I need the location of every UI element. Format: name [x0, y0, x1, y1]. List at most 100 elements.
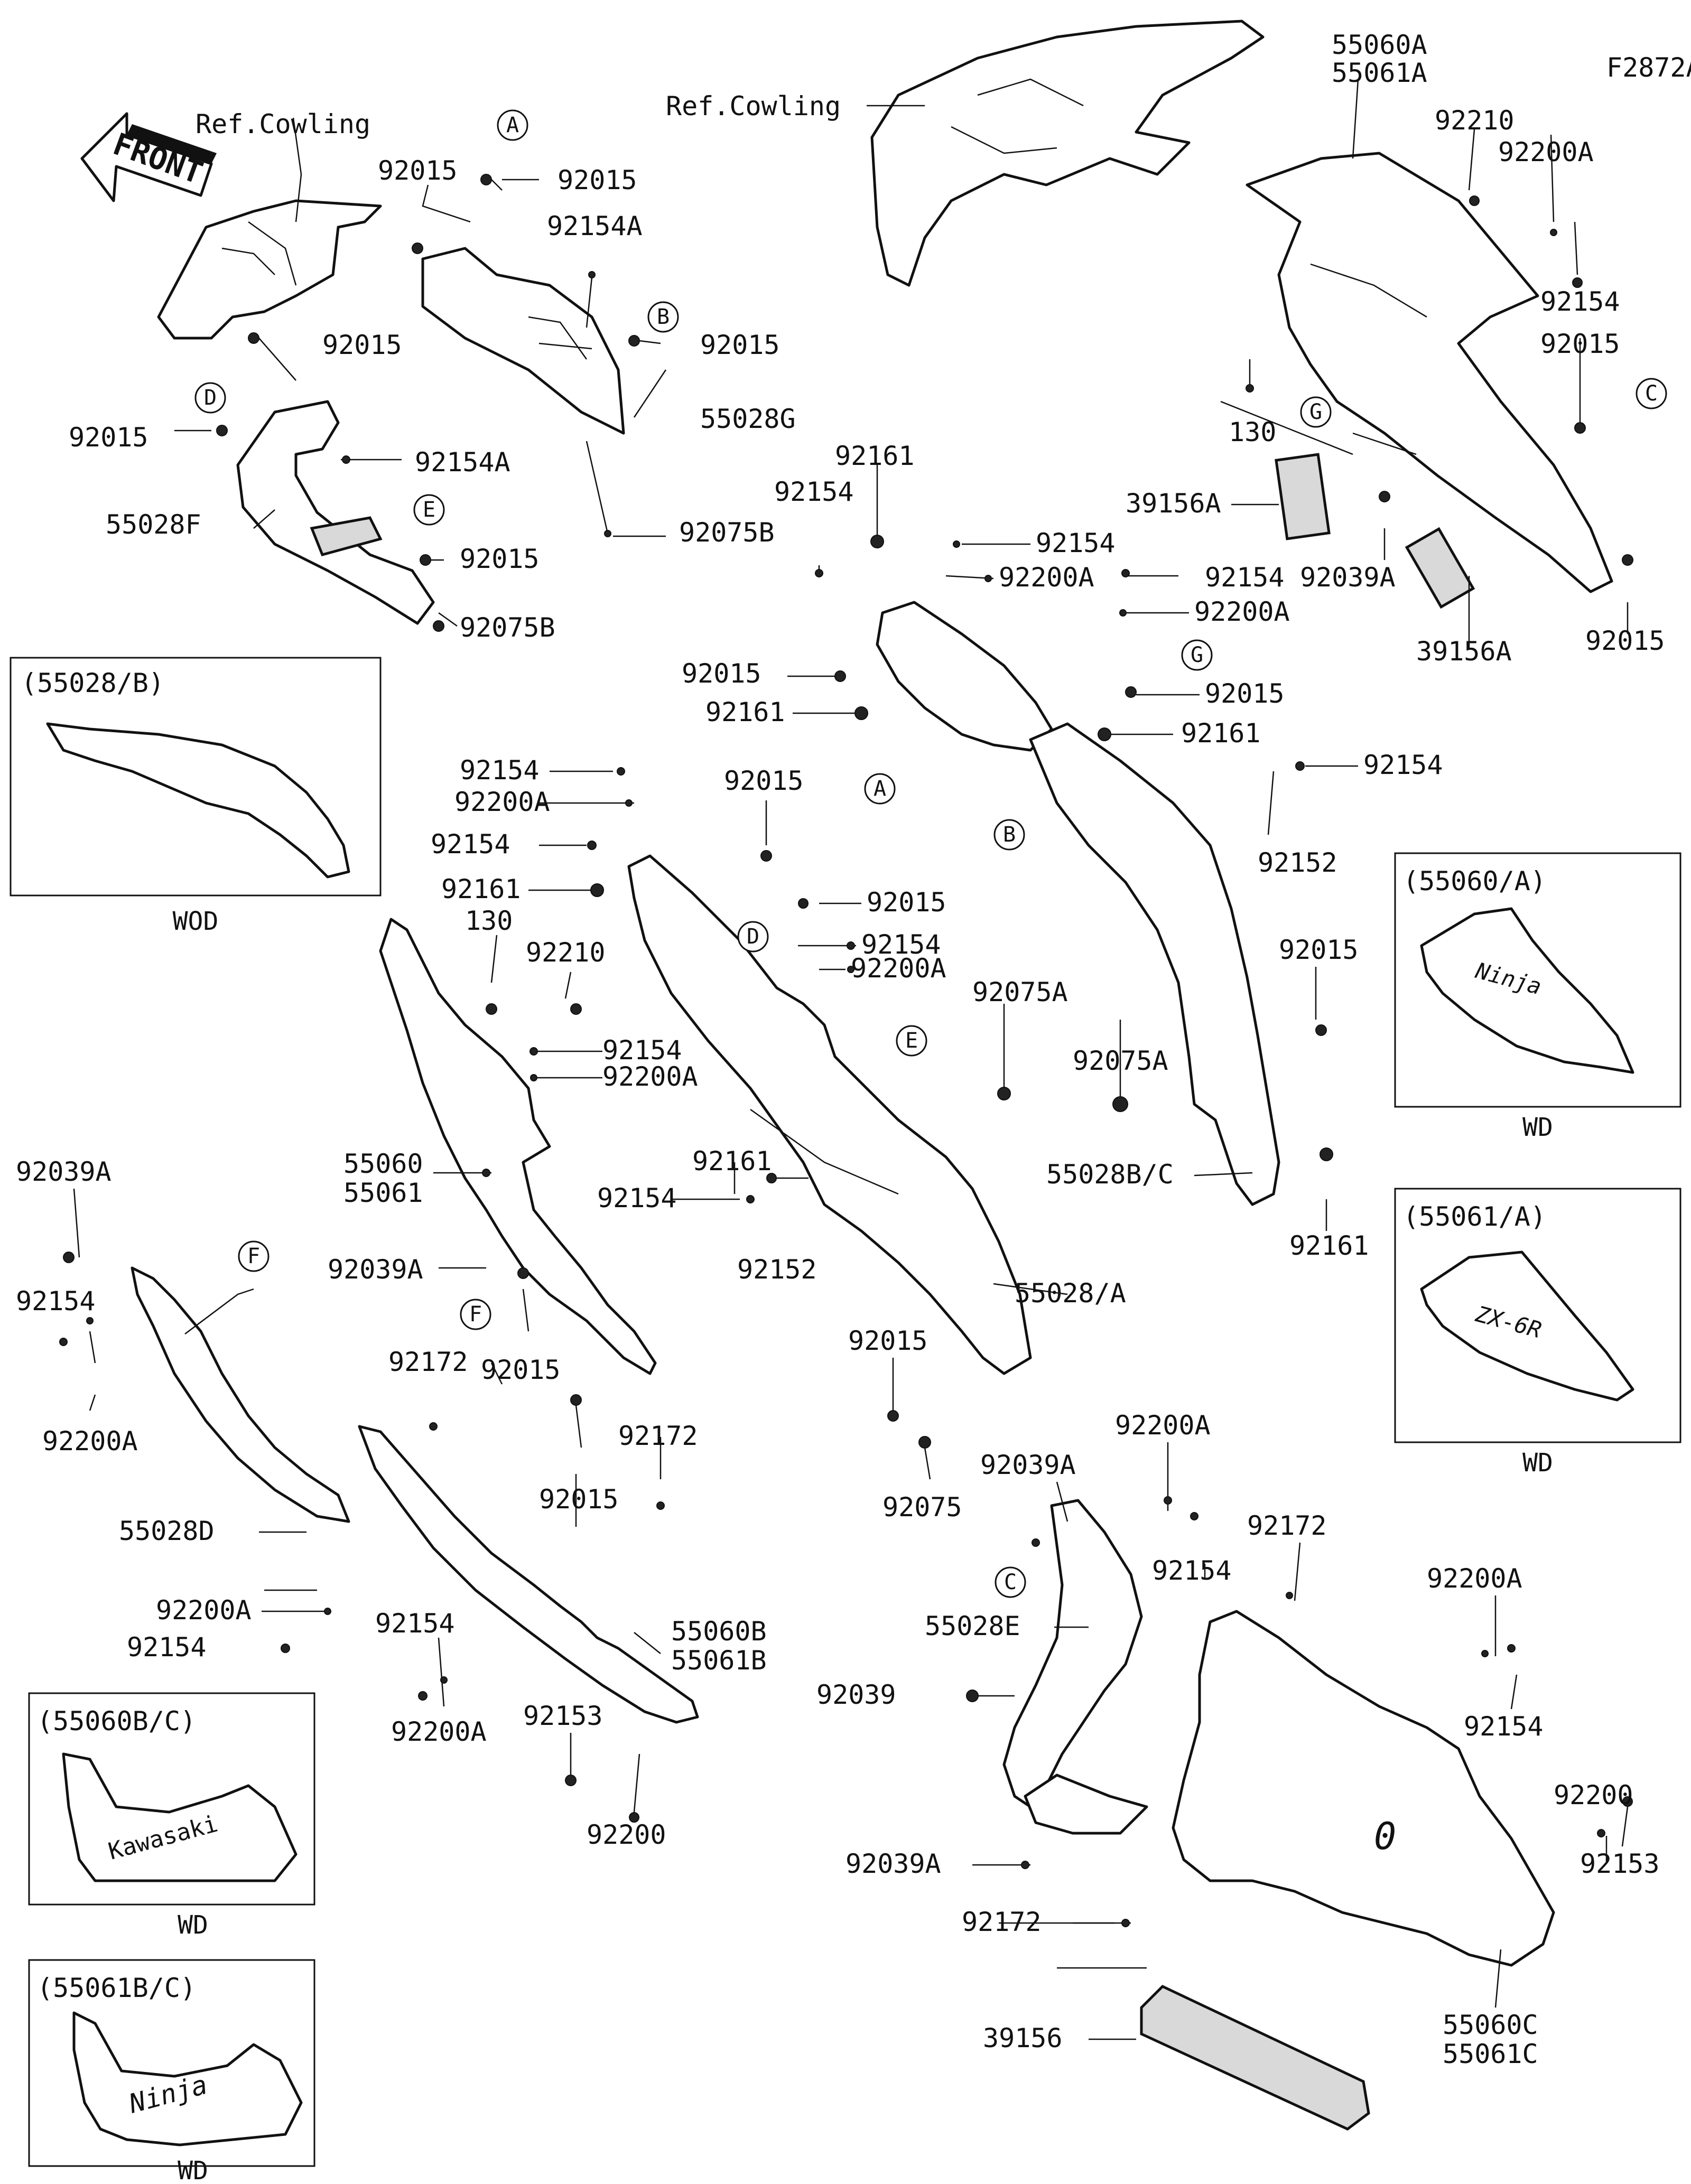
- callout-A-2: A: [864, 773, 896, 805]
- part-number-label: 92161: [441, 874, 521, 904]
- decal-39156: [1140, 1984, 1370, 2131]
- callout-G-1: G: [1300, 396, 1332, 428]
- ref-cowling-top-label: Ref.Cowling: [666, 91, 841, 122]
- inset-55061BC-title: (55061B/C): [37, 1973, 196, 2003]
- part-number-label: 92015: [378, 155, 458, 186]
- part-number-label: 92161: [835, 441, 915, 471]
- part-number-label: 92161: [705, 697, 785, 727]
- part-55028G: [421, 247, 625, 435]
- part-number-label: 55060A: [1332, 30, 1427, 60]
- part-number-label: 92039A: [846, 1849, 941, 1879]
- part-number-label: 55061A: [1332, 58, 1427, 88]
- part-55028E: [1002, 1499, 1143, 1808]
- part-number-label: 92154: [1363, 750, 1443, 780]
- part-number-label: 92075A: [972, 977, 1068, 1007]
- callout-letter: B: [1003, 823, 1016, 847]
- inset-55060A-title: (55060/A): [1403, 866, 1546, 897]
- part-number-label: 92154: [1205, 562, 1285, 593]
- part-number-label: 55028E: [925, 1611, 1020, 1641]
- part-number-label: 92015: [682, 658, 761, 689]
- callout-letter: G: [1191, 643, 1203, 667]
- part-number-label: 92154: [375, 1608, 455, 1639]
- part-number-label: 92200A: [1498, 137, 1594, 167]
- part-number-label: 55028G: [700, 404, 796, 434]
- callout-F-2: F: [460, 1299, 491, 1330]
- decal-39156A-1: [1275, 453, 1331, 540]
- inset-55060BC-title: (55060B/C): [37, 1706, 196, 1737]
- part-number-label: 92015: [322, 330, 402, 360]
- callout-E-2: E: [896, 1025, 927, 1057]
- part-number-label: 92154: [127, 1632, 207, 1663]
- ref-cowling-top: [870, 20, 1265, 287]
- part-number-label: 92015: [558, 165, 637, 195]
- inset-55061BC: (55061B/C) Ninja WD: [28, 1959, 315, 2184]
- part-55060: [379, 918, 657, 1375]
- callout-letter: D: [747, 925, 759, 949]
- part-number-label: 130: [465, 906, 513, 936]
- callout-C-1: C: [1636, 378, 1667, 409]
- inset-55061A: (55061/A) ZX-6R WD: [1394, 1188, 1681, 1478]
- part-number-label: 92154: [1464, 1711, 1544, 1742]
- callout-C-2: C: [995, 1566, 1026, 1598]
- part-number-label: 92200A: [156, 1595, 252, 1626]
- inset-55060BC-caption: WD: [178, 1910, 208, 1940]
- part-number-label: 92015: [1585, 626, 1665, 656]
- callout-B-1: B: [647, 301, 679, 333]
- part-number-label: 92015: [700, 330, 780, 360]
- part-number-label: 92015: [848, 1326, 928, 1356]
- part-number-label: 92172: [962, 1907, 1042, 1937]
- part-number-label: 92039A: [980, 1450, 1076, 1480]
- part-number-label: 92154: [1152, 1555, 1232, 1586]
- part-number-label: 92200A: [1427, 1563, 1522, 1594]
- inset-55060A-caption: WD: [1522, 1113, 1553, 1142]
- inset-55061A-title: (55061/A): [1403, 1201, 1546, 1232]
- part-labels: F2872A Ref.Cowling Ref.Cowling 55060A 55…: [16, 30, 1691, 2069]
- inset-55060A: (55060/A) Ninja WD: [1394, 852, 1681, 1142]
- part-number-label: 92153: [523, 1701, 603, 1731]
- inset-55028B-caption: WOD: [173, 907, 219, 936]
- callout-letter: E: [905, 1029, 918, 1053]
- fasteners: [59, 174, 1633, 1927]
- part-number-label: 92075B: [460, 612, 555, 643]
- part-number-label: 92154A: [415, 447, 510, 478]
- part-number-label: 92154: [597, 1183, 677, 1214]
- part-number-label: 92075A: [1073, 1046, 1168, 1076]
- part-number-label: 92152: [737, 1254, 817, 1285]
- part-number-label: 92154: [1540, 286, 1620, 317]
- callout-A-1: A: [497, 109, 528, 141]
- part-number-label: 92200A: [999, 562, 1094, 593]
- part-number-label: 55028B/C: [1046, 1159, 1174, 1190]
- part-55028A: [627, 854, 1032, 1375]
- callout-letter: E: [423, 498, 435, 522]
- callout-D-2: D: [737, 921, 769, 953]
- part-number-label: 92154: [431, 829, 510, 860]
- part-number-label: 92039A: [1300, 562, 1396, 593]
- part-number-label: 55028/A: [1015, 1278, 1126, 1309]
- part-number-label: 39156A: [1416, 636, 1512, 667]
- part-number-label: 92200: [1554, 1780, 1633, 1810]
- part-number-label: 92210: [526, 937, 606, 968]
- part-number-label: 92015: [481, 1355, 561, 1385]
- part-number-label: 55028D: [119, 1516, 215, 1546]
- part-number-label: 92200A: [42, 1426, 138, 1457]
- part-number-label: 92039: [816, 1679, 896, 1710]
- callout-B-2: B: [993, 819, 1025, 851]
- part-number-label: 92161: [1289, 1230, 1369, 1261]
- part-number-label: 92172: [388, 1347, 468, 1377]
- part-number-label: 92039A: [16, 1156, 112, 1187]
- callout-F-1: F: [238, 1240, 270, 1272]
- part-number-label: 92039A: [328, 1254, 423, 1285]
- part-number-label: 92200A: [602, 1061, 698, 1092]
- part-number-label: 92015: [69, 422, 148, 453]
- callout-letter: C: [1645, 381, 1658, 406]
- part-number-label: 55028F: [106, 509, 201, 540]
- inset-55061A-caption: WD: [1522, 1448, 1553, 1478]
- part-number-label: 92200A: [454, 787, 550, 817]
- part-55028F: [236, 400, 435, 625]
- part-number-label: 92154A: [547, 211, 643, 241]
- figure-code: F2872A: [1606, 52, 1691, 83]
- callout-letter: F: [247, 1244, 260, 1268]
- part-number-label: 92200A: [391, 1716, 487, 1747]
- part-number-label: 92154: [1036, 528, 1116, 558]
